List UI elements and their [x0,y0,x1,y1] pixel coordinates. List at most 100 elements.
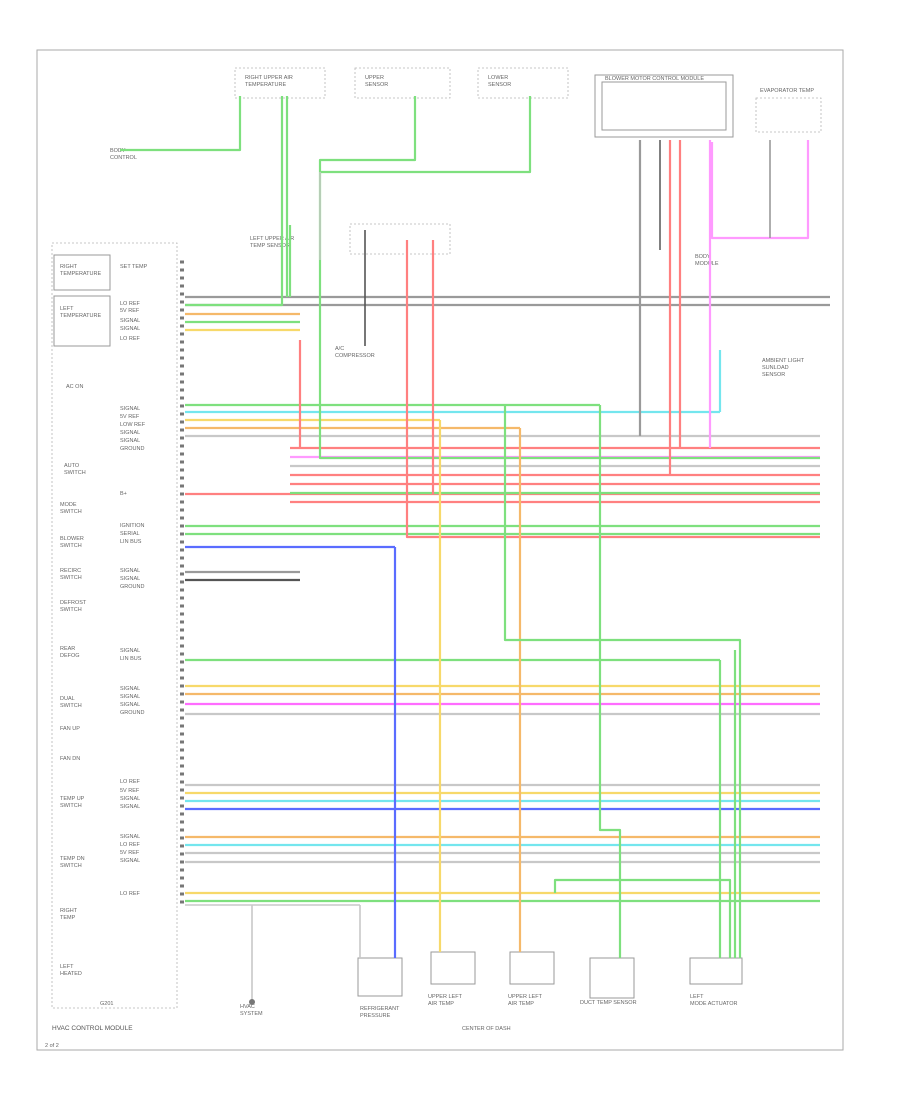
connector-pin [180,356,184,360]
connector-pin [180,332,184,336]
pin-labels: SET TEMP LO REF 5V REF SIGNAL SIGNAL LO … [120,264,148,897]
svg-text:RIGHT: RIGHT [60,908,78,914]
svg-text:CONTROL: CONTROL [110,155,137,161]
red-return [405,240,820,539]
svg-text:SIGNAL: SIGNAL [120,858,140,864]
svg-text:SET TEMP: SET TEMP [120,264,148,270]
svg-text:SIGNAL: SIGNAL [120,406,140,412]
connector-pin [180,780,184,784]
connector-pin [180,572,184,576]
connector-pin [180,828,184,832]
connector-pin [180,628,184,632]
connector-pin [180,740,184,744]
svg-text:SENSOR: SENSOR [365,82,388,88]
connector-pin [180,588,184,592]
connector-pin [180,820,184,824]
svg-text:SWITCH: SWITCH [60,543,82,549]
connector-pin [180,804,184,808]
mode-actuator-d [553,878,732,958]
svg-text:IGNITION: IGNITION [120,523,144,529]
connector-pin [180,604,184,608]
svg-text:LEFT: LEFT [690,994,704,1000]
connector-pin [180,644,184,648]
connector-pin [180,876,184,880]
connector-pin [180,884,184,888]
connector-pin [180,836,184,840]
connector-pin [180,428,184,432]
svg-text:LEFT: LEFT [60,964,74,970]
connector-pin [180,612,184,616]
svg-text:LO REF: LO REF [120,842,141,848]
connector-pin [180,388,184,392]
connector-pin [180,652,184,656]
connector-pin [180,668,184,672]
duct-sensor-wire [598,405,622,958]
svg-text:UPPER: UPPER [365,75,384,81]
connector-pin [180,452,184,456]
connector-pin [180,860,184,864]
connector-pin [180,684,184,688]
connector-pin [180,580,184,584]
ground-label: G201 [100,1001,113,1007]
connector-pin [180,508,184,512]
connector-pin [180,412,184,416]
connector-pin [180,676,184,680]
svg-text:REFRIGERANT: REFRIGERANT [360,1006,400,1012]
svg-text:TEMPERATURE: TEMPERATURE [60,313,101,319]
svg-text:DEFROST: DEFROST [60,600,87,606]
svg-text:SWITCH: SWITCH [60,863,82,869]
connector-pin [180,396,184,400]
connector-pin [180,540,184,544]
connector-pin [180,716,184,720]
svg-text:5V REF: 5V REF [120,308,140,314]
connector-pin [180,788,184,792]
connector-pin [180,900,184,904]
connector-pin [180,636,184,640]
svg-text:SENSOR: SENSOR [762,372,785,378]
connector-pin [180,756,184,760]
connector-pin [180,660,184,664]
connector-pin [180,708,184,712]
svg-text:SWITCH: SWITCH [60,703,82,709]
connector-pin [180,812,184,816]
svg-text:DEFOG: DEFOG [60,653,80,659]
connector-pin [180,516,184,520]
connector-pin [180,436,184,440]
connector-pin [180,532,184,536]
ground-symbol [249,999,255,1005]
upper-sensor-wire-a [185,96,284,307]
svg-text:BODY: BODY [695,254,711,260]
svg-text:SIGNAL: SIGNAL [120,804,140,810]
svg-text:LO REF: LO REF [120,336,141,342]
svg-text:PRESSURE: PRESSURE [360,1013,391,1019]
svg-text:TEMP DN: TEMP DN [60,856,85,862]
connector-pin [180,460,184,464]
svg-text:AMBIENT LIGHT: AMBIENT LIGHT [762,358,805,364]
svg-text:SWITCH: SWITCH [60,607,82,613]
connector-pin [180,260,184,264]
svg-text:SWITCH: SWITCH [64,470,86,476]
connector-pin [180,316,184,320]
svg-text:HEATED: HEATED [60,971,82,977]
svg-text:LEFT: LEFT [60,306,74,312]
svg-text:LO REF: LO REF [120,301,141,307]
svg-text:SIGNAL: SIGNAL [120,438,140,444]
svg-text:SIGNAL: SIGNAL [120,576,140,582]
svg-text:TEMP: TEMP [60,915,76,921]
svg-text:GROUND: GROUND [120,446,144,452]
svg-text:SWITCH: SWITCH [60,575,82,581]
mode-actuator-c [503,405,742,958]
module-title: HVAC CONTROL MODULE [52,1025,133,1032]
svg-text:GROUND: GROUND [120,584,144,590]
connector-pin [180,484,184,488]
svg-text:SWITCH: SWITCH [60,509,82,515]
svg-text:LOWER: LOWER [488,75,508,81]
svg-text:DUCT TEMP SENSOR: DUCT TEMP SENSOR [580,1000,637,1006]
wires [120,96,830,1000]
svg-text:REAR: REAR [60,646,75,652]
svg-text:LEFT UPPER AIR: LEFT UPPER AIR [250,236,294,242]
connector-pin [180,404,184,408]
connector-pin [180,476,184,480]
